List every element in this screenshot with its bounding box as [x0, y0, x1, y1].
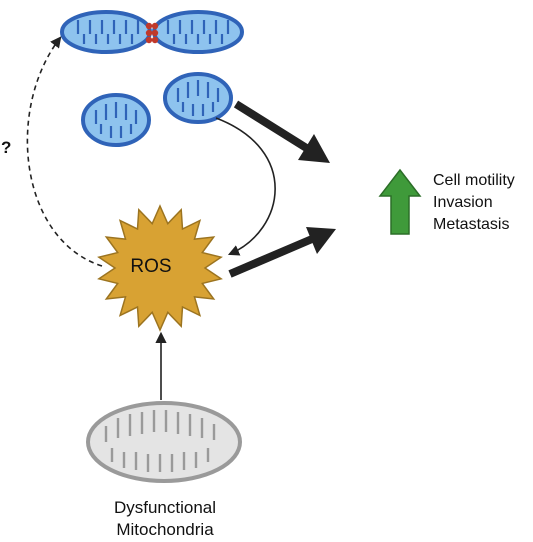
- ros-to-fission-dashed-arrow: [26, 36, 103, 267]
- outcome-invasion: Invasion: [433, 194, 493, 211]
- dysfunctional-mitochondria-label: Dysfunctional Mitochondria: [60, 497, 270, 541]
- mito-to-ros-arrow: [215, 117, 276, 256]
- ros-to-outcomes-arrow: [228, 227, 336, 278]
- outcome-cell-motility: Cell motility: [433, 172, 515, 189]
- fragmented-mitochondrion-left-icon: [81, 93, 151, 147]
- dysfunctional-mitochondrion-icon: [86, 401, 242, 483]
- ros-starburst-icon: [97, 204, 223, 332]
- ros-label: ROS: [130, 256, 172, 277]
- mitochondria-to-outcomes-arrow: [233, 100, 330, 163]
- fission-constriction-icon: [145, 22, 159, 44]
- fragmented-mitochondrion-right-icon: [163, 72, 233, 124]
- dysfunctional-label-line1: Dysfunctional: [113, 498, 217, 517]
- dividing-mitochondrion-icon: [60, 10, 244, 54]
- outcome-metastasis: Metastasis: [433, 216, 510, 233]
- question-mark-label: ?: [1, 138, 12, 157]
- increase-arrow-icon: [378, 168, 422, 235]
- outcomes-list: Cell motility Invasion Metastasis: [433, 170, 515, 236]
- dysfunctional-label-line2: Mitochondria: [116, 520, 214, 539]
